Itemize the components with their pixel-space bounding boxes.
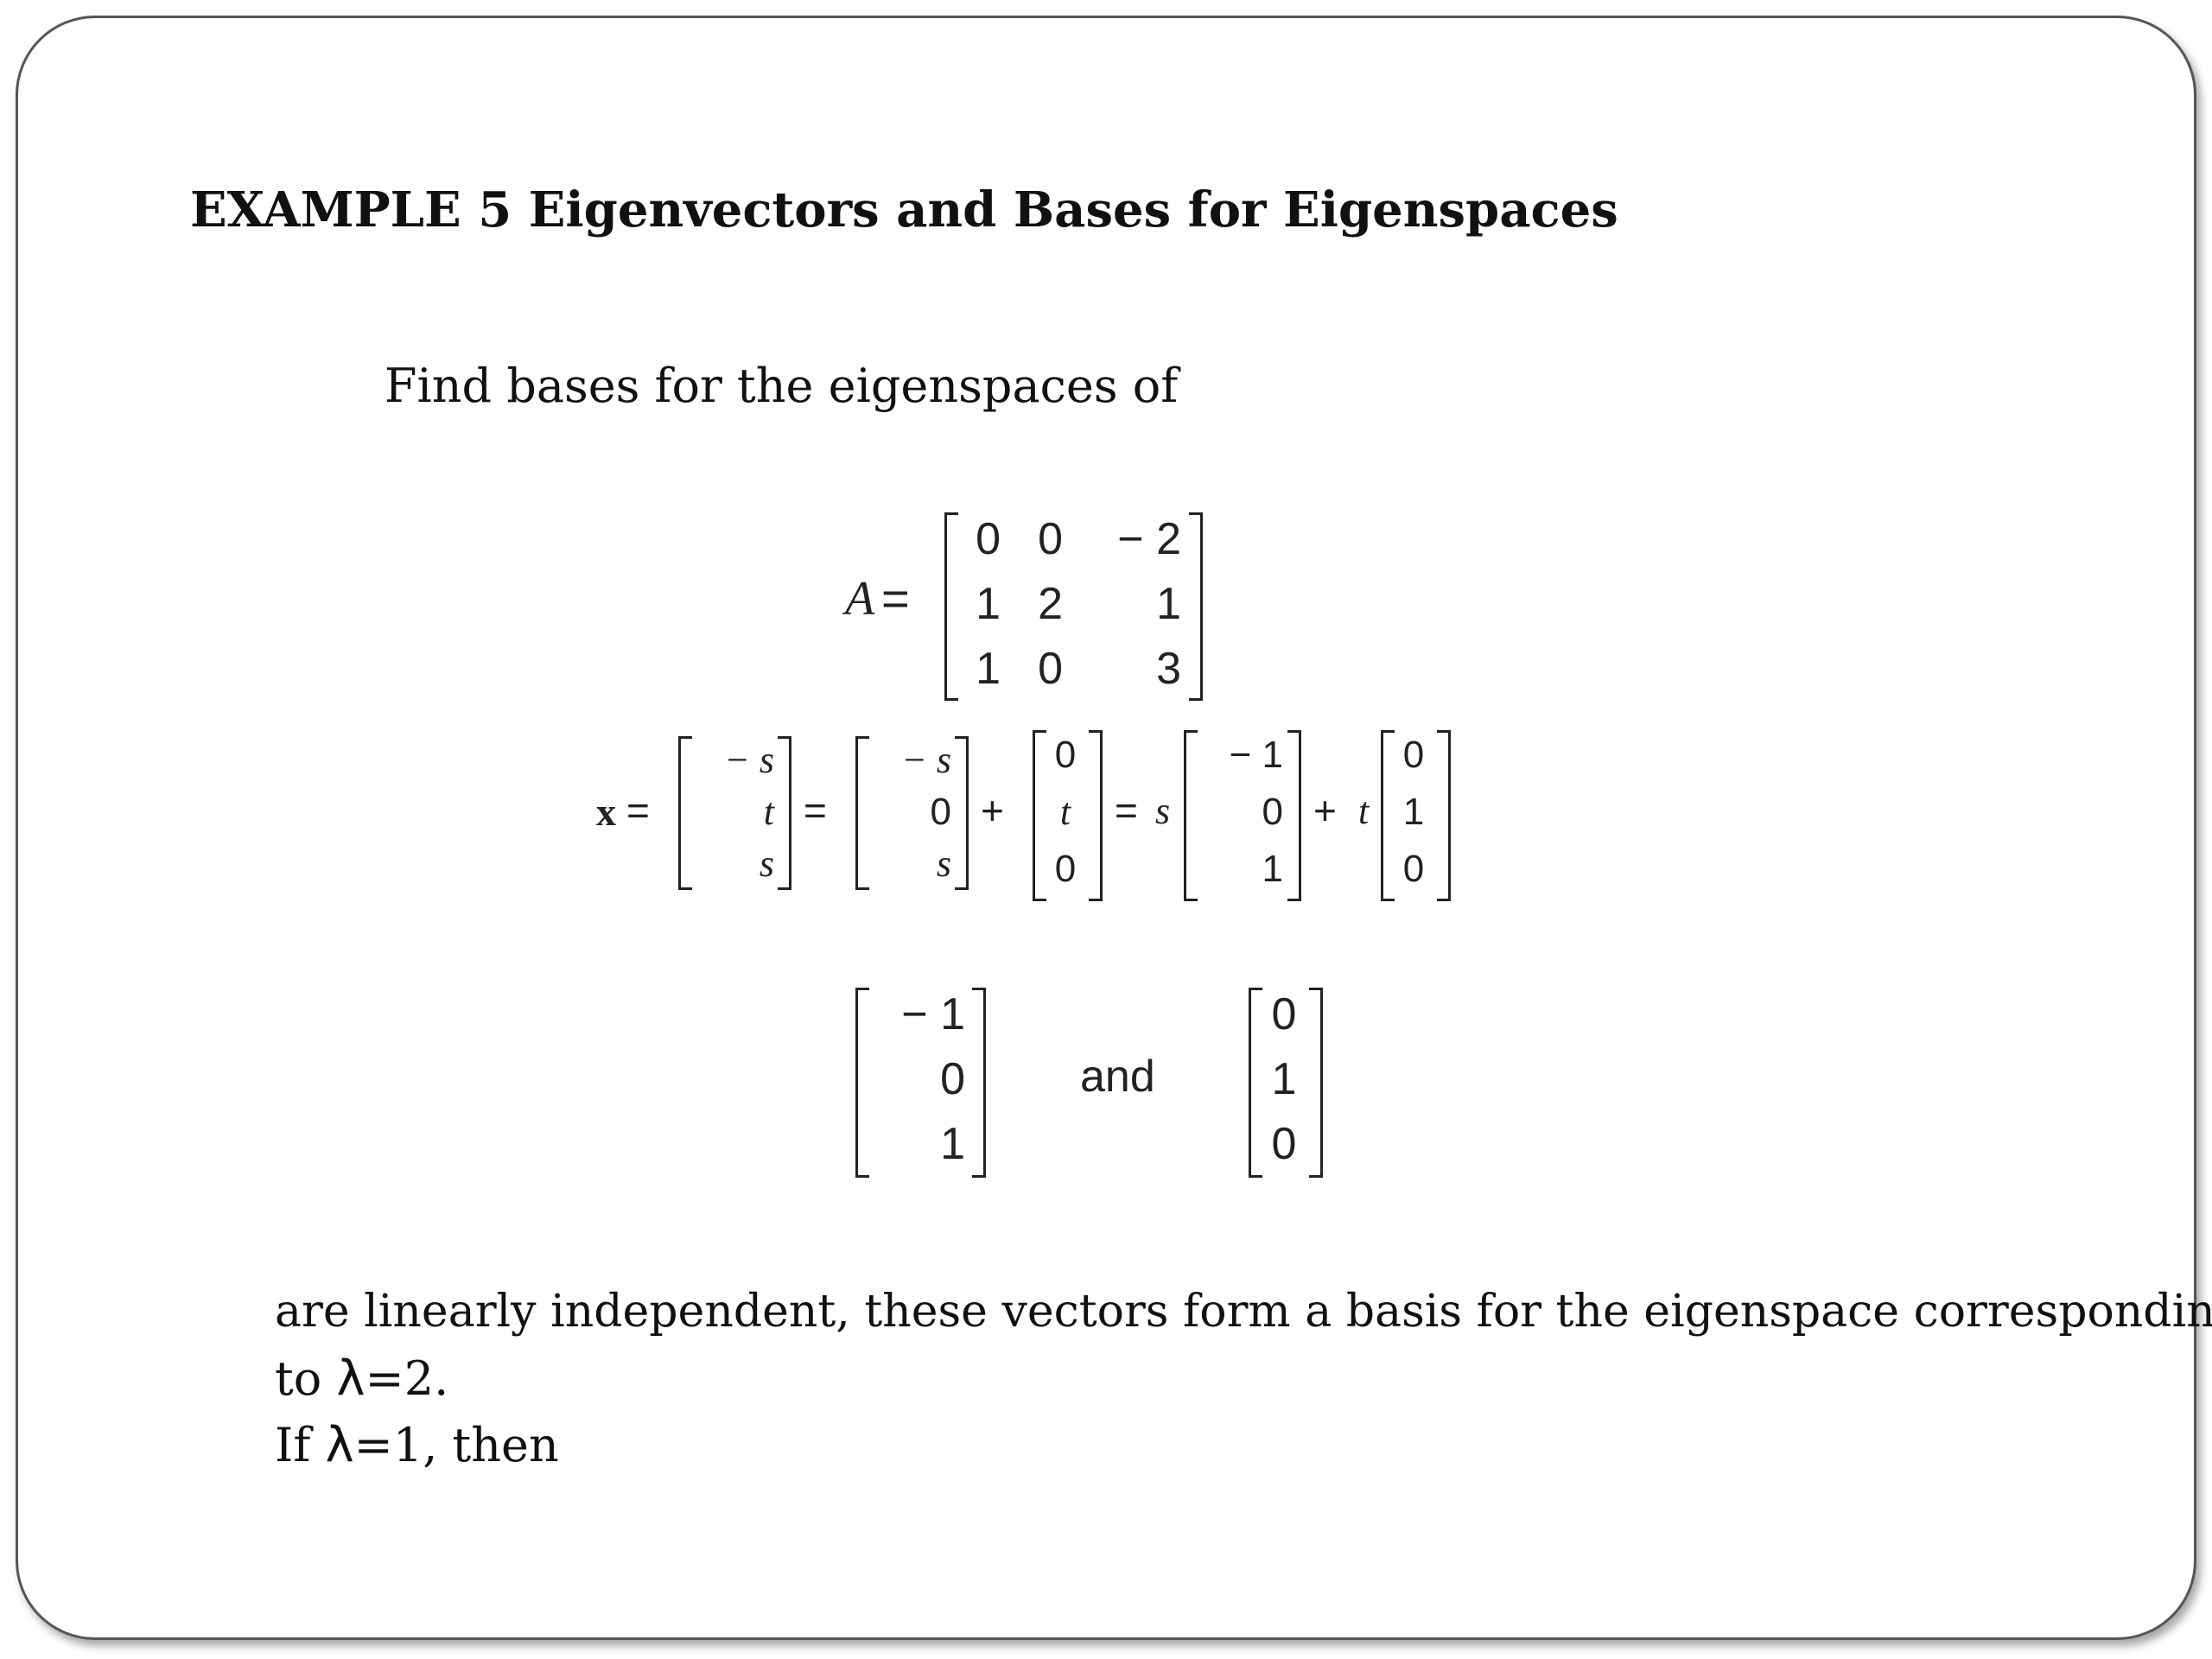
vec2-right-bracket xyxy=(955,736,969,890)
matrix-a-cell: 2 xyxy=(1038,579,1063,629)
equals-sign: = xyxy=(804,788,827,833)
matrix-a-cell: 3 xyxy=(1156,644,1181,694)
basis-b-cell: 0 xyxy=(1271,989,1297,1039)
coef-t: t xyxy=(1358,790,1370,832)
vec2-cell: s xyxy=(936,842,951,885)
matrix-a-label: A xyxy=(845,572,875,626)
matrix-a-cell: − 2 xyxy=(1117,514,1181,564)
matrix-a-cell: 0 xyxy=(1038,644,1063,694)
basis-b-cell: 1 xyxy=(1271,1054,1297,1104)
vec2-cell: − s xyxy=(901,739,951,781)
vec1-right-bracket xyxy=(778,736,791,890)
vec5-cell: 1 xyxy=(1402,791,1425,833)
basis-b-left-bracket xyxy=(1249,988,1262,1178)
and-connector: and xyxy=(1080,1052,1155,1102)
conclusion-line-3: If λ=1, then xyxy=(275,1417,559,1473)
vec2-cell: 0 xyxy=(930,791,951,833)
vec3-cell: 0 xyxy=(1054,734,1077,776)
basis-a-right-bracket xyxy=(972,988,986,1178)
matrix-a-cell: 1 xyxy=(976,644,1001,694)
vec2-left-bracket xyxy=(855,736,869,890)
matrix-a-cell: 0 xyxy=(976,514,1001,564)
basis-a-cell: 1 xyxy=(940,1119,965,1169)
vec3-cell: t xyxy=(1059,791,1071,833)
vec1-cell: − s xyxy=(724,739,774,781)
conclusion-line-2: to λ=2. xyxy=(275,1351,448,1407)
matrix-a-left-bracket xyxy=(944,512,958,701)
vec4-left-bracket xyxy=(1184,730,1198,901)
vec3-cell: 0 xyxy=(1054,848,1077,890)
conclusion-line-1: are linearly independent, these vectors … xyxy=(275,1286,2212,1338)
vec4-cell: − 1 xyxy=(1229,734,1283,776)
vec5-right-bracket xyxy=(1437,730,1451,901)
vec3-right-bracket xyxy=(1089,730,1103,901)
slide-frame xyxy=(16,16,2196,1640)
lambda-symbol: λ xyxy=(336,1351,365,1407)
vec4-cell: 1 xyxy=(1262,848,1283,890)
equals-sign: = xyxy=(1115,788,1138,833)
basis-a-cell: 0 xyxy=(940,1054,965,1104)
vec5-cell: 0 xyxy=(1402,848,1425,890)
vec1-cell: s xyxy=(759,842,774,885)
x-equals: = xyxy=(626,788,650,833)
line2-prefix: to xyxy=(275,1351,337,1406)
matrix-a-cell: 1 xyxy=(1156,579,1181,629)
line3-suffix: =1, then xyxy=(353,1418,559,1472)
vec1-left-bracket xyxy=(678,736,692,890)
line3-prefix: If xyxy=(275,1418,326,1472)
basis-a-left-bracket xyxy=(855,988,869,1178)
vec5-cell: 0 xyxy=(1402,734,1425,776)
basis-b-right-bracket xyxy=(1309,988,1323,1178)
vec3-left-bracket xyxy=(1033,730,1046,901)
plus-sign: + xyxy=(1313,788,1337,833)
coef-s: s xyxy=(1155,790,1171,832)
basis-a-cell: − 1 xyxy=(901,989,965,1039)
intro-text: Find bases for the eigenspaces of xyxy=(385,359,1179,413)
matrix-a-right-bracket xyxy=(1189,512,1203,701)
x-vector-label: x xyxy=(596,790,616,834)
slide-heading: EXAMPLE 5 Eigenvectors and Bases for Eig… xyxy=(190,181,1618,238)
vec4-cell: 0 xyxy=(1262,791,1283,833)
vec1-cell: t xyxy=(763,791,774,833)
line2-suffix: =2. xyxy=(365,1351,449,1406)
vec5-left-bracket xyxy=(1381,730,1395,901)
plus-sign: + xyxy=(981,788,1004,833)
lambda-symbol: λ xyxy=(325,1417,354,1473)
basis-b-cell: 0 xyxy=(1271,1119,1297,1169)
matrix-a-equals: = xyxy=(881,571,910,626)
matrix-a-cell: 1 xyxy=(976,579,1001,629)
matrix-a-cell: 0 xyxy=(1038,514,1063,564)
vec4-right-bracket xyxy=(1287,730,1301,901)
